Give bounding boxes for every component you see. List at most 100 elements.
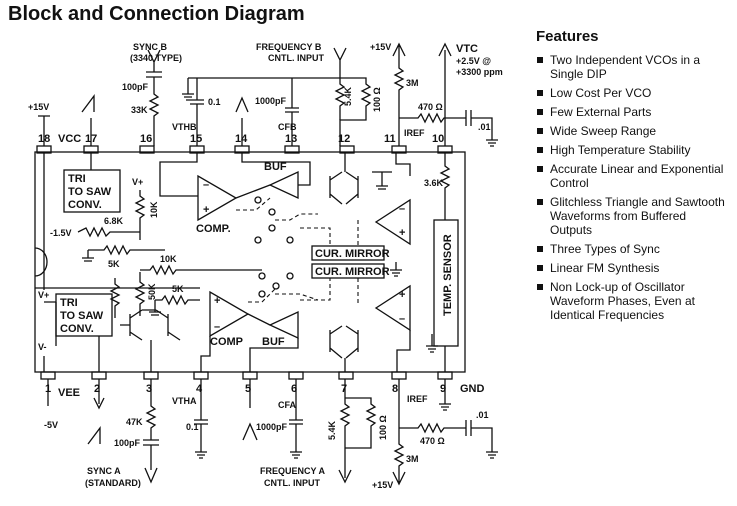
temp-sensor bbox=[433, 219, 459, 347]
feature-item: High Temperature Stability bbox=[536, 143, 731, 157]
tri-saw-b-line2: TO SAW bbox=[68, 186, 112, 198]
sawtooth-a-icon bbox=[87, 426, 101, 445]
current-mirror-a bbox=[311, 263, 385, 279]
current-mirror-b bbox=[311, 245, 385, 261]
buffer-b-label: BUF bbox=[264, 161, 287, 173]
pin-16-number: 16 bbox=[140, 133, 152, 145]
resistor-33k-b bbox=[148, 88, 160, 146]
opamp-b-right bbox=[374, 198, 411, 246]
tri-saw-a-line2: TO SAW bbox=[60, 310, 104, 322]
pin-9-name: GND bbox=[460, 383, 485, 395]
cap-1000pf-b-label: 1000pF bbox=[255, 96, 287, 106]
feature-item: Low Cost Per VCO bbox=[536, 86, 731, 100]
opamp-a-right bbox=[374, 284, 411, 332]
pin-13-name: CFB bbox=[278, 122, 297, 132]
resistor-6-8k-label: 6.8K bbox=[104, 216, 124, 226]
feature-item: Wide Sweep Range bbox=[536, 124, 731, 138]
bottom-pin-stubs bbox=[40, 371, 453, 380]
feature-item: Glitchless Triangle and Sawtooth Wavefor… bbox=[536, 195, 731, 237]
resistor-10k bbox=[134, 190, 146, 240]
tri-saw-b-line3: CONV. bbox=[68, 199, 102, 211]
resistor-10k-a-label: 10K bbox=[160, 254, 177, 264]
comparator-b-label: COMP. bbox=[196, 223, 231, 235]
pin-6-name: CFA bbox=[278, 400, 297, 410]
resistor-5-4k-b bbox=[334, 78, 346, 120]
sync-a-label: SYNC A bbox=[87, 466, 121, 476]
frequency-b-input-arrow bbox=[333, 47, 347, 78]
comparator-a bbox=[209, 290, 250, 338]
pin-12-number: 12 bbox=[338, 133, 350, 145]
resistor-3-6k-label: 3.6K bbox=[424, 178, 444, 188]
cap-100pf-b-label: 100pF bbox=[122, 82, 149, 92]
minus1-5v-label: -1.5V bbox=[50, 228, 72, 238]
pin-9-number: 9 bbox=[440, 383, 446, 395]
features-list: Two Independent VCOs in a Single DIP Low… bbox=[536, 53, 731, 322]
resistor-5-4k-b-label: 5.4K bbox=[343, 86, 353, 106]
pin-15-name: VTHB bbox=[172, 122, 197, 132]
opamp-a-right-plus: + bbox=[399, 289, 405, 301]
vplus-b-label: V+ bbox=[132, 177, 143, 187]
transistor-pair-b bbox=[329, 171, 392, 205]
buffer-a-label: BUF bbox=[262, 336, 285, 348]
cap-100pf-b bbox=[146, 71, 162, 88]
resistor-10k-a bbox=[140, 264, 262, 276]
cap-0-1-b-label: 0.1 bbox=[208, 97, 221, 107]
current-mirror-b-label: CUR. MIRROR bbox=[315, 248, 390, 260]
cap-01-b bbox=[465, 110, 498, 147]
resistor-5k-a-label: 5K bbox=[172, 284, 184, 294]
transistor-pair-a-right bbox=[329, 325, 359, 359]
pin-18-supply-label: +15V bbox=[28, 102, 49, 112]
tri-to-saw-converter-b bbox=[63, 169, 121, 213]
pin-18-name: VCC bbox=[58, 133, 81, 145]
frequency-b-cntl-label: CNTL. INPUT bbox=[268, 53, 324, 63]
current-mirror-a-label: CUR. MIRROR bbox=[315, 266, 390, 278]
resistor-6-8k bbox=[77, 226, 140, 238]
pin-4-name: VTHA bbox=[172, 396, 197, 406]
tri-saw-b-line1: TRI bbox=[68, 173, 86, 185]
feature-item: Three Types of Sync bbox=[536, 242, 731, 256]
resistor-3m-b bbox=[393, 62, 405, 146]
page-title: Block and Connection Diagram bbox=[8, 3, 305, 25]
comparator-b bbox=[197, 174, 238, 222]
resistor-3m-b-label: 3M bbox=[406, 78, 419, 88]
block-connection-diagram: 18 VCC 17 16 15 VTHB 14 13 CFB 12 11 IRE… bbox=[28, 42, 503, 490]
comparator-b-minus: – bbox=[203, 179, 209, 191]
triangle-a-icon bbox=[242, 422, 258, 441]
features-heading: Features bbox=[536, 28, 599, 45]
resistor-50k bbox=[134, 272, 146, 316]
cap-100pf-a-label: 100pF bbox=[114, 438, 141, 448]
frequency-b-label: FREQUENCY B bbox=[256, 42, 322, 52]
feature-item: Linear FM Synthesis bbox=[536, 261, 731, 275]
vminus-a-label: V- bbox=[38, 342, 47, 352]
pin-8-name: IREF bbox=[407, 394, 428, 404]
pin-11-supply-label: +15V bbox=[370, 42, 391, 52]
pin-15-number: 15 bbox=[190, 133, 202, 145]
pin-10-number: 10 bbox=[432, 133, 444, 145]
feature-item: Few External Parts bbox=[536, 105, 731, 119]
resistor-47k-a-label: 47K bbox=[126, 417, 143, 427]
sawtooth-b-icon bbox=[81, 94, 95, 113]
cap-01-a bbox=[465, 420, 498, 459]
cap-100pf-a bbox=[143, 439, 159, 484]
pin-5-number: 5 bbox=[245, 383, 251, 395]
pin-7-number: 7 bbox=[341, 383, 347, 395]
feature-item: Non Lock-up of Oscillator Waveform Phase… bbox=[536, 280, 731, 322]
opamp-b-right-minus: – bbox=[399, 203, 405, 215]
ic-notch bbox=[34, 247, 48, 277]
frequency-a-cntl-label: CNTL. INPUT bbox=[264, 478, 320, 488]
resistor-470-b-label: 470 Ω bbox=[418, 102, 443, 112]
buffer-a bbox=[268, 310, 299, 340]
resistor-470-a-label: 470 Ω bbox=[420, 436, 445, 446]
cap-01-b-label: .01 bbox=[478, 122, 491, 132]
cap-0-1-a-label: 0.1 bbox=[186, 422, 199, 432]
resistor-100-a-label: 100 Ω bbox=[378, 415, 388, 440]
pin-11-number: 11 bbox=[384, 133, 396, 145]
tri-saw-a-line3: CONV. bbox=[60, 323, 94, 335]
cap-1000pf-b bbox=[285, 78, 299, 146]
cap-1000pf-a-label: 1000pF bbox=[256, 422, 288, 432]
temp-sensor-label: TEMP. SENSOR bbox=[442, 234, 454, 316]
pin-3-number: 3 bbox=[146, 383, 152, 395]
comparator-b-plus: + bbox=[203, 204, 209, 216]
pin-6-number: 6 bbox=[291, 383, 297, 395]
tri-to-saw-converter-a bbox=[55, 293, 113, 337]
